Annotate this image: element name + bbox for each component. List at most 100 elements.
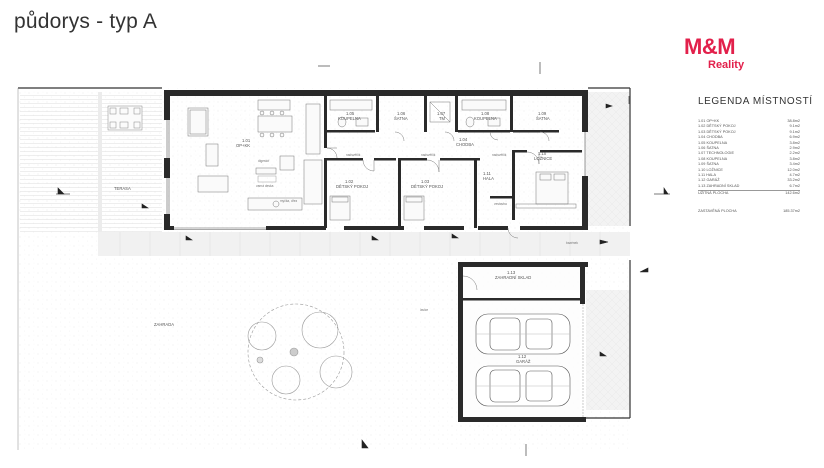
legend-room-area: 4.7m2	[789, 173, 800, 178]
label-vestavba: vestavba	[494, 202, 507, 206]
legend-row: 1.01 OP+KK 38.8m2	[698, 119, 800, 124]
legend-room-name: 1.10 LOŽNICE	[698, 167, 723, 172]
living-furniture	[187, 99, 323, 211]
room-label-1-08-name: KOUPELNA	[474, 116, 497, 121]
legend-room-area: 3.4m2	[789, 162, 800, 167]
legend-room-name: 1.04 CHODBA	[698, 135, 723, 140]
logo-reality: Reality	[708, 59, 745, 71]
room-label-1-12-name: GARÁŽ	[516, 359, 531, 364]
legend-room-area: 6.7m2	[789, 183, 800, 188]
bedroom-furniture	[329, 171, 577, 221]
legend-room-name: 1.13 ZAHRADNÍ SKLAD	[698, 183, 740, 188]
room-label-1-04-name: CHODBA	[456, 142, 474, 147]
legend-built-area: 185.37m2	[783, 208, 800, 213]
room-label-1-01-name: OP+KK	[236, 143, 250, 148]
room-label-1-13-name: ZAHRADNÍ SKLAD	[495, 275, 531, 280]
legend-row: 1.09 ŠATNA 3.4m2	[698, 162, 800, 167]
house-walls	[164, 90, 588, 230]
plot-boundary	[18, 87, 631, 419]
room-label-1-10-name: LOŽNICE	[534, 156, 552, 161]
garden-tree	[247, 303, 353, 401]
legend-room-area: 3.8m2	[789, 156, 800, 161]
room-label-1-06-name: ŠATNA	[394, 116, 408, 121]
room-label-1-05: 1.05	[346, 111, 355, 116]
label-terasa: TERASA	[114, 186, 131, 191]
legend-row: 1.07 TECHNOLOGIE 2.2m2	[698, 151, 800, 156]
label-bazenek: bazének	[566, 241, 578, 245]
legend-title: LEGENDA MÍSTNOSTÍ	[698, 96, 813, 107]
room-label-1-13: 1.13	[507, 270, 516, 275]
legend-room-name: 1.07 TECHNOLOGIE	[698, 151, 735, 156]
legend-room-name: 1.11 HALA	[698, 173, 717, 178]
legend-room-name: 1.09 ŠATNA	[698, 162, 719, 167]
label-zahrada: ZAHRADA	[154, 322, 174, 327]
room-label-1-11: 1.11	[483, 171, 492, 176]
legend-total-area: 142.6m2	[785, 191, 800, 196]
room-label-1-06: 1.06	[397, 111, 406, 116]
legend-room-name: 1.02 DĚTSKÝ POKOJ	[698, 124, 736, 129]
pavement-strip	[98, 232, 630, 256]
legend-room-area: 9.1m2	[789, 124, 800, 129]
legend-row: 1.13 ZAHRADNÍ SKLAD 6.7m2	[698, 184, 800, 189]
legend-room-area: 38.8m2	[787, 119, 800, 123]
paving-garage	[586, 290, 630, 410]
room-label-1-03: 1.03	[421, 179, 430, 184]
room-label-1-02-name: DĚTSKÝ POKOJ	[336, 184, 368, 189]
legend-room-area: 33.2m2	[787, 178, 800, 183]
legend-room-area: 2.2m2	[789, 151, 800, 156]
page-title: půdorys - typ A	[14, 10, 158, 33]
bathroom-fixtures	[329, 99, 507, 128]
room-label-1-03-name: DĚTSKÝ POKOJ	[411, 184, 443, 189]
legend-row: 1.04 CHODBA 6.9m2	[698, 135, 800, 140]
brand-logo: M&M Reality	[684, 36, 764, 72]
room-label-1-04: 1.04	[459, 137, 468, 142]
legend-built-name: ZASTAVĚNÁ PLOCHA	[698, 208, 737, 213]
legend-row: 1.05 KOUPELNA 3.8m2	[698, 141, 800, 146]
room-label-1-12: 1.12	[518, 354, 527, 359]
legend-row: 1.10 LOŽNICE 12.0m2	[698, 168, 800, 173]
paving-east	[585, 92, 629, 226]
legend-room-name: 1.03 DĚTSKÝ POKOJ	[698, 129, 736, 134]
label-nadsvetlik-3: nadsvětlík	[492, 153, 507, 157]
terrace-furniture	[107, 105, 143, 131]
label-nadsvetlik-1: nadsvětlík	[346, 153, 361, 157]
label-lavice: lavice	[420, 308, 428, 312]
legend-row: 1.02 DĚTSKÝ POKOJ 9.1m2	[698, 124, 800, 129]
legend-room-name: 1.05 KOUPELNA	[698, 140, 728, 145]
legend-room-area: 12.0m2	[787, 167, 800, 172]
logo-mm: M&M	[684, 34, 736, 59]
legend-room-name: 1.08 KOUPELNA	[698, 156, 728, 161]
garage-cars	[475, 313, 571, 407]
room-label-1-07: 1.07	[437, 111, 446, 116]
room-label-1-01: 1.01	[242, 138, 251, 143]
legend-room-area: 2.9m2	[789, 146, 800, 151]
room-label-1-08: 1.08	[481, 111, 490, 116]
legend-room-area: 3.8m2	[789, 140, 800, 145]
legend-total-name: UŽITNÁ PLOCHA	[698, 191, 729, 196]
legend-room-name: 1.12 GARÁŽ	[698, 178, 720, 183]
label-digestor: digestoř	[258, 159, 270, 163]
room-label-1-07-name: TM	[439, 116, 446, 121]
legend-row: 1.12 GARÁŽ 33.2m2	[698, 178, 800, 183]
legend-room-name: 1.01 OP+KK	[698, 119, 720, 123]
label-mycka: myčka, dřez	[280, 199, 298, 203]
legend-room-area: 6.9m2	[789, 135, 800, 140]
room-label-1-02: 1.02	[345, 179, 354, 184]
room-label-1-11-name: HALA	[483, 176, 494, 181]
plan-labels: TERASA ZAHRADA digestoř varná deska myčk…	[114, 153, 578, 327]
room-labels: 1.01 OP+KK 1.02 DĚTSKÝ POKOJ 1.03 DĚTSKÝ…	[236, 111, 552, 364]
label-nadsvetlik-2: nadsvětlík	[421, 153, 436, 157]
room-label-1-09-name: ŠATNA	[536, 116, 550, 121]
room-label-1-10: 1.10	[538, 151, 547, 156]
room-label-1-09: 1.09	[538, 111, 547, 116]
legend-row: 1.11 HALA 4.7m2	[698, 173, 800, 178]
legend-row: 1.08 KOUPELNA 3.8m2	[698, 157, 800, 162]
legend-total-row: UŽITNÁ PLOCHA 142.6m2	[698, 190, 800, 196]
room-label-1-05-name: KOUPELNA	[338, 116, 361, 121]
interior-walls	[324, 96, 582, 228]
legend-row: 1.03 DĚTSKÝ POKOJ 9.1m2	[698, 130, 800, 135]
legend-room-area: 9.1m2	[789, 129, 800, 134]
